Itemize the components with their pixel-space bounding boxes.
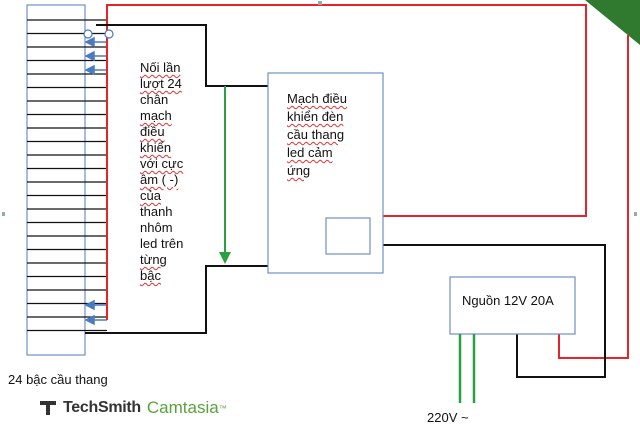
text-line: từng xyxy=(140,252,167,267)
text-line: ứng xyxy=(287,163,311,178)
power-supply-box xyxy=(449,276,576,335)
text-line: âm ( -) xyxy=(140,172,179,187)
arrow-left-icon xyxy=(84,314,107,326)
text-line: Mạch điều xyxy=(287,91,347,106)
text-line: khiển xyxy=(140,140,172,155)
controller-label: Mạch điều khiển đèn cầu thang led cảm ứng xyxy=(287,90,377,180)
trademark-mark: ™ xyxy=(218,403,227,413)
corner-decoration xyxy=(585,0,640,45)
negative-wire xyxy=(85,24,606,378)
green-arrow xyxy=(219,86,231,264)
text-line: led cảm xyxy=(287,145,333,160)
text-line: thanh xyxy=(140,204,173,219)
text-line: với cực xyxy=(140,156,184,171)
arrow-left-icon xyxy=(84,50,107,62)
mains-wires xyxy=(458,334,476,403)
slide-markers xyxy=(2,1,637,216)
sensor-box xyxy=(325,217,371,255)
junction-node xyxy=(104,29,114,39)
connection-arrows xyxy=(84,36,107,326)
text-line: chân xyxy=(140,92,169,107)
text-line: Nối lần xyxy=(140,60,181,75)
techsmith-logo: TechSmith Camtasia ™ xyxy=(40,398,227,418)
text-line: của xyxy=(140,188,161,203)
text-line: cầu thang xyxy=(287,127,345,142)
text-line: mạch xyxy=(140,108,172,123)
camtasia-wordmark: Camtasia xyxy=(146,398,219,417)
stairs-label: 24 bậc cầu thang xyxy=(8,372,108,387)
mains-label: 220V ~ xyxy=(427,410,469,425)
power-supply-label: Nguồn 12V 20A xyxy=(462,293,554,308)
text-line: led trên xyxy=(140,236,184,251)
text-line: lượt 24 xyxy=(140,76,182,91)
arrow-left-icon xyxy=(84,299,107,311)
text-line: nhôm xyxy=(140,220,173,235)
arrow-left-icon xyxy=(84,36,107,48)
techsmith-logo-icon xyxy=(40,401,56,415)
stairs-ladder xyxy=(26,4,107,356)
arrow-left-icon xyxy=(84,64,107,76)
text-line: điều xyxy=(140,124,165,139)
text-line: bậc xyxy=(140,268,161,283)
junction-node xyxy=(83,29,93,39)
techsmith-wordmark: TechSmith xyxy=(63,399,141,416)
text-line: khiển đèn xyxy=(287,109,344,124)
